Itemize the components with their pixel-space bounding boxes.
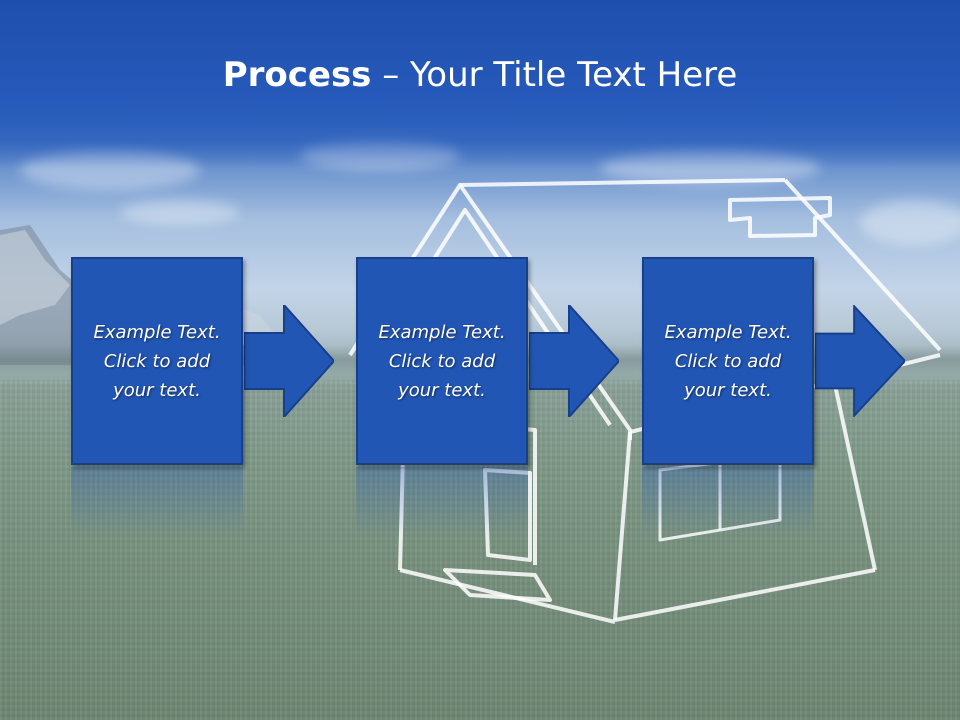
step-reflection — [71, 467, 243, 537]
step-reflection — [642, 467, 814, 537]
title-band-fade — [0, 128, 960, 168]
step-text[interactable]: Example Text. Click to add your text. — [378, 321, 506, 401]
cloud — [860, 200, 960, 245]
process-step-1[interactable]: Example Text. Click to add your text. — [71, 257, 243, 465]
process-step-2[interactable]: Example Text. Click to add your text. — [356, 257, 528, 465]
title-bold: Process — [222, 55, 372, 95]
title-rest: – Your Title Text Here — [371, 55, 738, 95]
process-step-3[interactable]: Example Text. Click to add your text. — [642, 257, 814, 465]
cloud — [120, 200, 240, 225]
arrow-right-icon — [244, 305, 334, 417]
slide-title[interactable]: Process – Your Title Text Here — [0, 54, 960, 96]
step-text[interactable]: Example Text. Click to add your text. — [664, 321, 792, 401]
arrow-right-icon — [529, 305, 619, 417]
arrow-right-icon — [815, 305, 905, 417]
step-reflection — [356, 467, 528, 537]
step-text[interactable]: Example Text. Click to add your text. — [93, 321, 221, 401]
title-band — [0, 0, 960, 128]
